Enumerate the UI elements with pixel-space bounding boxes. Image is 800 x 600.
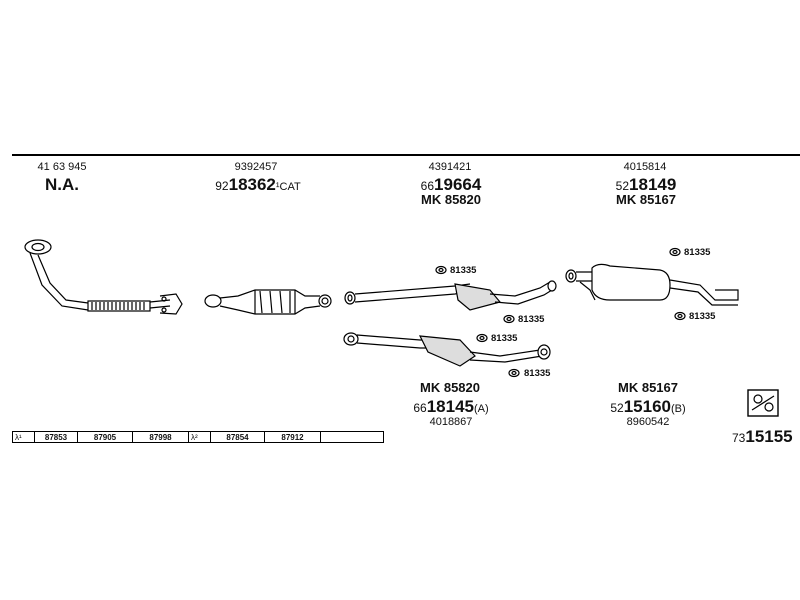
col2-part-prefix: 92: [215, 179, 229, 193]
bottom-intermediate-pipe: [343, 332, 551, 367]
bottom-a-ref: 4018867: [429, 416, 473, 428]
front-pipe: [24, 239, 183, 315]
lambda-1-code: 87853: [35, 432, 78, 442]
bottom-a-part-prefix: 66: [413, 401, 427, 415]
bottom-a-mk: MK 85820: [420, 380, 480, 395]
bottom-b-mk: MK 85167: [618, 380, 678, 395]
col4-ref: 4015814: [623, 161, 667, 173]
col3-part: 6619664: [421, 175, 482, 195]
intermediate-pipe: [344, 280, 557, 311]
col4-mk: MK 85167: [616, 192, 676, 207]
col2-part-suffix: ¹CAT: [275, 181, 301, 193]
col3-part-prefix: 66: [420, 179, 435, 193]
col2-part: 9218362¹CAT: [215, 175, 301, 195]
bottom-b-part-prefix: 52: [610, 401, 624, 415]
kit-number-prefix: 73: [732, 431, 746, 445]
hanger-label: 81335: [524, 368, 551, 379]
hanger-label: 81335: [684, 247, 711, 258]
lambda-table: λ¹ 87853 87905 87998 λ² 87854 87912: [12, 431, 384, 443]
hanger-label: 81335: [689, 311, 716, 322]
lambda-2-code: 87854: [211, 432, 265, 442]
col3-ref: 4391421: [428, 161, 472, 173]
lambda-1-code: 87998: [133, 432, 189, 442]
bottom-a-part: 6618145(A): [413, 397, 488, 417]
top-rule: [12, 154, 800, 156]
col4-part: 5218149: [616, 175, 677, 195]
bottom-b-ref: 8960542: [626, 416, 670, 428]
hanger-label: 81335: [450, 265, 477, 276]
bottom-a-part-main: 18145: [426, 397, 474, 416]
kit-icon: [747, 389, 779, 417]
col2-ref: 9392457: [234, 161, 278, 173]
kit-number: 7315155: [732, 427, 793, 447]
bottom-b-part-main: 15160: [623, 397, 671, 416]
hanger-label: 81335: [518, 314, 545, 325]
col3-part-main: 19664: [434, 175, 482, 194]
bottom-b-part-suffix: (B): [670, 403, 686, 415]
col1-part-main: N.A.: [45, 175, 79, 194]
kit-number-main: 15155: [745, 427, 793, 446]
catalytic-converter: [204, 289, 332, 315]
col2-part-main: 18362: [228, 175, 276, 194]
lambda-2-code: 87912: [265, 432, 321, 442]
lambda-2-label: λ²: [189, 432, 211, 442]
hanger-label: 81335: [491, 333, 518, 344]
bottom-a-part-suffix: (A): [473, 403, 489, 415]
lambda-1-code: 87905: [78, 432, 133, 442]
rear-muffler: [565, 263, 739, 306]
col1-part: N.A.: [45, 175, 79, 195]
col4-part-main: 18149: [629, 175, 677, 194]
hanger-rings: [435, 247, 686, 378]
bottom-b-part: 5215160(B): [610, 397, 685, 417]
col4-part-prefix: 52: [615, 179, 630, 193]
lambda-2-code: [321, 432, 383, 442]
col3-mk: MK 85820: [421, 192, 481, 207]
col1-ref: 41 63 945: [37, 161, 87, 173]
lambda-1-label: λ¹: [13, 432, 35, 442]
